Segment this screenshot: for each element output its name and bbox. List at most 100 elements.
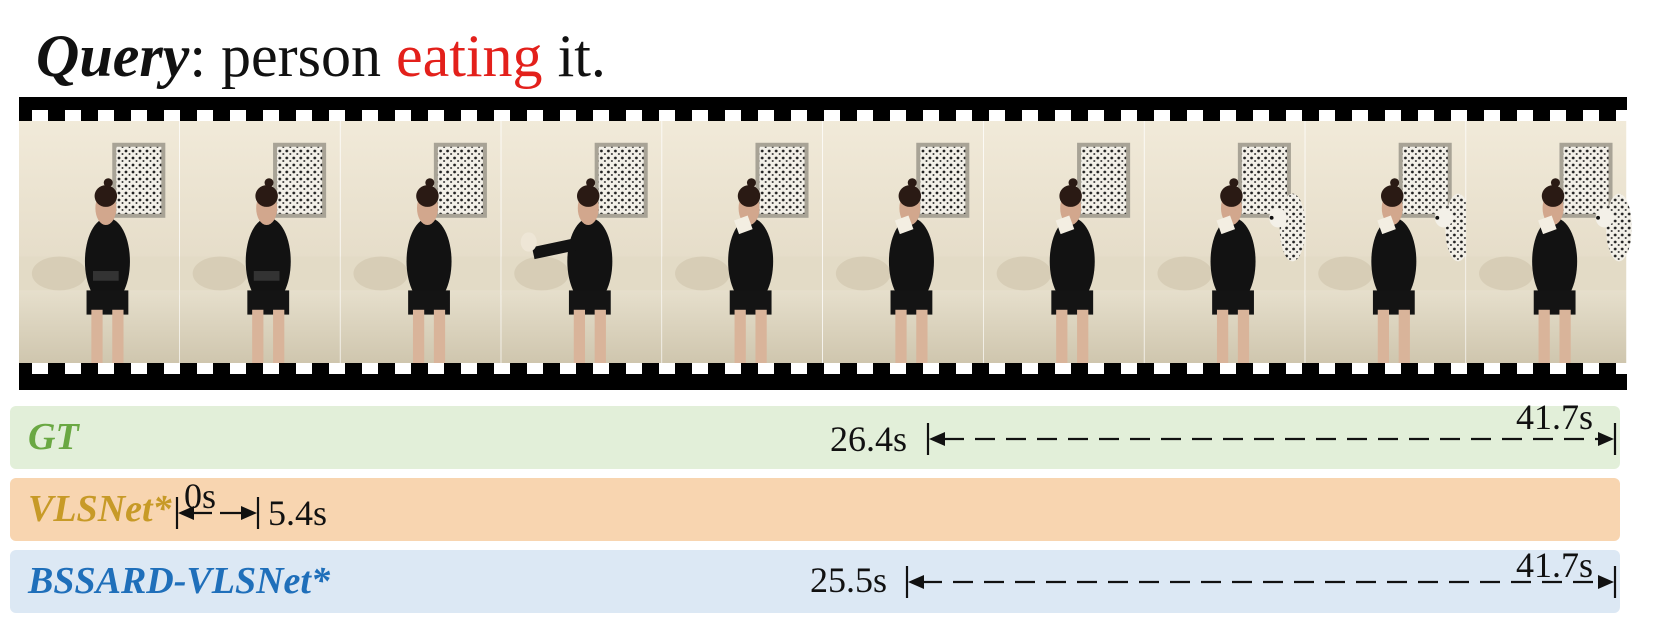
pillow: [1157, 256, 1213, 291]
sprocket-hole-top: [1121, 110, 1137, 121]
sprocket-hole-bottom: [1583, 363, 1599, 374]
sprocket-hole-top: [725, 110, 741, 121]
query-text-after: it.: [542, 23, 606, 89]
dalmatian-print: [1081, 146, 1127, 214]
sprocket-hole-top: [1055, 110, 1071, 121]
sprocket-hole-top: [1484, 110, 1500, 121]
sprocket-hole-bottom: [395, 363, 411, 374]
sprocket-hole-bottom: [758, 363, 774, 374]
sprocket-hole-top: [428, 110, 444, 121]
sprocket-hole-bottom: [362, 363, 378, 374]
pillow: [675, 256, 730, 291]
dalmatian-print: [598, 146, 644, 214]
sprocket-hole-top: [1616, 110, 1632, 121]
track-bssard-vlsnet: BSSARD-VLSNet*: [10, 550, 1620, 613]
person: [1210, 178, 1256, 363]
sprocket-hole-bottom: [263, 363, 279, 374]
track-vlsnet: VLSNet*: [10, 478, 1620, 541]
video-frame: [1305, 121, 1472, 363]
sprocket-hole-top: [296, 110, 312, 121]
food-item: [520, 232, 537, 252]
sprocket-hole-bottom: [65, 363, 81, 374]
sprocket-hole-top: [164, 110, 180, 121]
track-bssard-vlsnet-label: BSSARD-VLSNet*: [28, 560, 330, 602]
sprocket-hole-bottom: [428, 363, 444, 374]
sprocket-hole-top: [1517, 110, 1533, 121]
sprocket-hole-top: [1187, 110, 1203, 121]
dalmatian-print: [437, 146, 483, 214]
sprocket-hole-bottom: [857, 363, 873, 374]
sprocket-hole-bottom: [626, 363, 642, 374]
sprocket-hole-bottom: [692, 363, 708, 374]
sprocket-hole-bottom: [1319, 363, 1335, 374]
pillow: [514, 256, 569, 291]
video-frame: [1144, 121, 1307, 363]
vlsnet-arrowhead-right: [241, 506, 257, 520]
dalmatian-print: [920, 146, 966, 214]
video-frame: [340, 121, 503, 363]
sprocket-hole-top: [131, 110, 147, 121]
sprocket-hole-bottom: [1022, 363, 1038, 374]
track-vlsnet-label: VLSNet*: [28, 488, 172, 530]
sprocket-hole-top: [461, 110, 477, 121]
sprocket-hole-bottom: [1187, 363, 1203, 374]
sprocket-hole-bottom: [461, 363, 477, 374]
person: [520, 178, 613, 363]
gt-end-time: 41.7s: [1516, 397, 1594, 437]
bssard-start-time: 25.5s: [810, 560, 888, 600]
sprocket-hole-bottom: [989, 363, 1005, 374]
gt-start-time: 26.4s: [830, 419, 908, 459]
sprocket-hole-top: [1352, 110, 1368, 121]
bssard-arrowhead-right: [1598, 575, 1614, 589]
track-gt-label: GT: [28, 416, 79, 458]
sprocket-hole-top: [1583, 110, 1599, 121]
food-item: [734, 215, 753, 235]
sprocket-hole-top: [362, 110, 378, 121]
food-item: [894, 215, 914, 235]
sprocket-hole-top: [329, 110, 345, 121]
sprocket-hole-bottom: [527, 363, 543, 374]
pillow: [1318, 256, 1373, 291]
video-frame: [662, 121, 824, 363]
sprocket-hole-bottom: [923, 363, 939, 374]
sprocket-hole-bottom: [1253, 363, 1269, 374]
sprocket-hole-top: [989, 110, 1005, 121]
sprocket-hole-top: [1286, 110, 1302, 121]
food-item: [1216, 215, 1236, 235]
sprocket-hole-bottom: [164, 363, 180, 374]
person: [406, 178, 452, 363]
sprocket-hole-bottom: [131, 363, 147, 374]
tablet: [253, 271, 280, 281]
sprocket-hole-top: [1022, 110, 1038, 121]
sprocket-hole-top: [395, 110, 411, 121]
sprocket-hole-top: [98, 110, 114, 121]
sprocket-hole-top: [1319, 110, 1335, 121]
video-frame: [1466, 121, 1632, 363]
pillow: [996, 256, 1052, 291]
sprocket-hole-top: [527, 110, 543, 121]
person: [888, 178, 934, 363]
video-frame: [19, 121, 181, 363]
sprocket-hole-top: [1385, 110, 1401, 121]
dalmatian-print: [759, 146, 805, 214]
sprocket-hole-top: [857, 110, 873, 121]
video-frame: [179, 121, 342, 363]
person: [84, 178, 130, 363]
sprocket-hole-top: [560, 110, 576, 121]
query-text-before: person: [205, 23, 396, 89]
sprocket-hole-top: [230, 110, 246, 121]
query-label: Query: [36, 23, 190, 89]
sprocket-hole-bottom: [560, 363, 576, 374]
food-item: [1055, 215, 1075, 235]
sprocket-hole-top: [263, 110, 279, 121]
sprocket-hole-top: [758, 110, 774, 121]
sprocket-hole-bottom: [1055, 363, 1071, 374]
sprocket-hole-top: [32, 110, 48, 121]
sprocket-hole-top: [626, 110, 642, 121]
sprocket-hole-top: [1220, 110, 1236, 121]
sprocket-hole-bottom: [1088, 363, 1104, 374]
food-item: [1538, 215, 1557, 235]
sprocket-hole-top: [923, 110, 939, 121]
dalmatian-print: [277, 146, 323, 214]
